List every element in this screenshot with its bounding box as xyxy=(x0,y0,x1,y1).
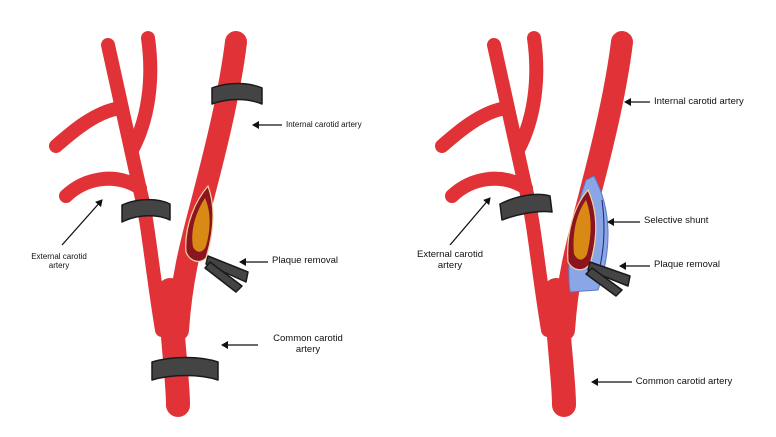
left-clamp-external xyxy=(121,198,171,223)
left-label-internal-carotid: Internal carotid artery xyxy=(286,120,362,129)
left-label-common-carotid: Common carotid artery xyxy=(273,333,343,355)
right-label-internal-carotid: Internal carotid artery xyxy=(654,96,744,107)
left-clamp-common xyxy=(151,356,219,381)
left-arrow-external xyxy=(61,199,103,246)
left-common-carotid xyxy=(158,278,190,417)
right-plaque xyxy=(573,200,591,260)
left-external-branch-lower xyxy=(59,171,147,203)
left-clamp-internal xyxy=(211,82,263,105)
right-external-branch-lower xyxy=(445,171,533,203)
left-external-branch-upper xyxy=(125,31,158,157)
right-external-branch-upper xyxy=(511,31,544,157)
right-label-plaque-removal: Plaque removal xyxy=(654,259,721,270)
right-external-branch-left xyxy=(435,101,513,153)
left-label-external-carotid: External carotid artery xyxy=(31,252,87,271)
left-plaque-instrument xyxy=(204,255,249,293)
right-label-selective-shunt: Selective shunt xyxy=(644,215,709,226)
left-panel xyxy=(49,31,282,417)
left-label-plaque-removal: Plaque removal xyxy=(272,255,339,266)
left-plaque xyxy=(192,198,210,252)
right-common-carotid xyxy=(544,278,576,417)
right-arrow-external xyxy=(449,197,491,246)
right-panel xyxy=(435,31,650,417)
left-external-branch-left xyxy=(49,101,127,153)
right-label-external-carotid: External carotid artery xyxy=(416,249,483,271)
right-label-common-carotid: Common carotid artery xyxy=(635,376,733,387)
right-plaque-instrument xyxy=(585,261,631,297)
right-clamp-external xyxy=(499,193,553,221)
